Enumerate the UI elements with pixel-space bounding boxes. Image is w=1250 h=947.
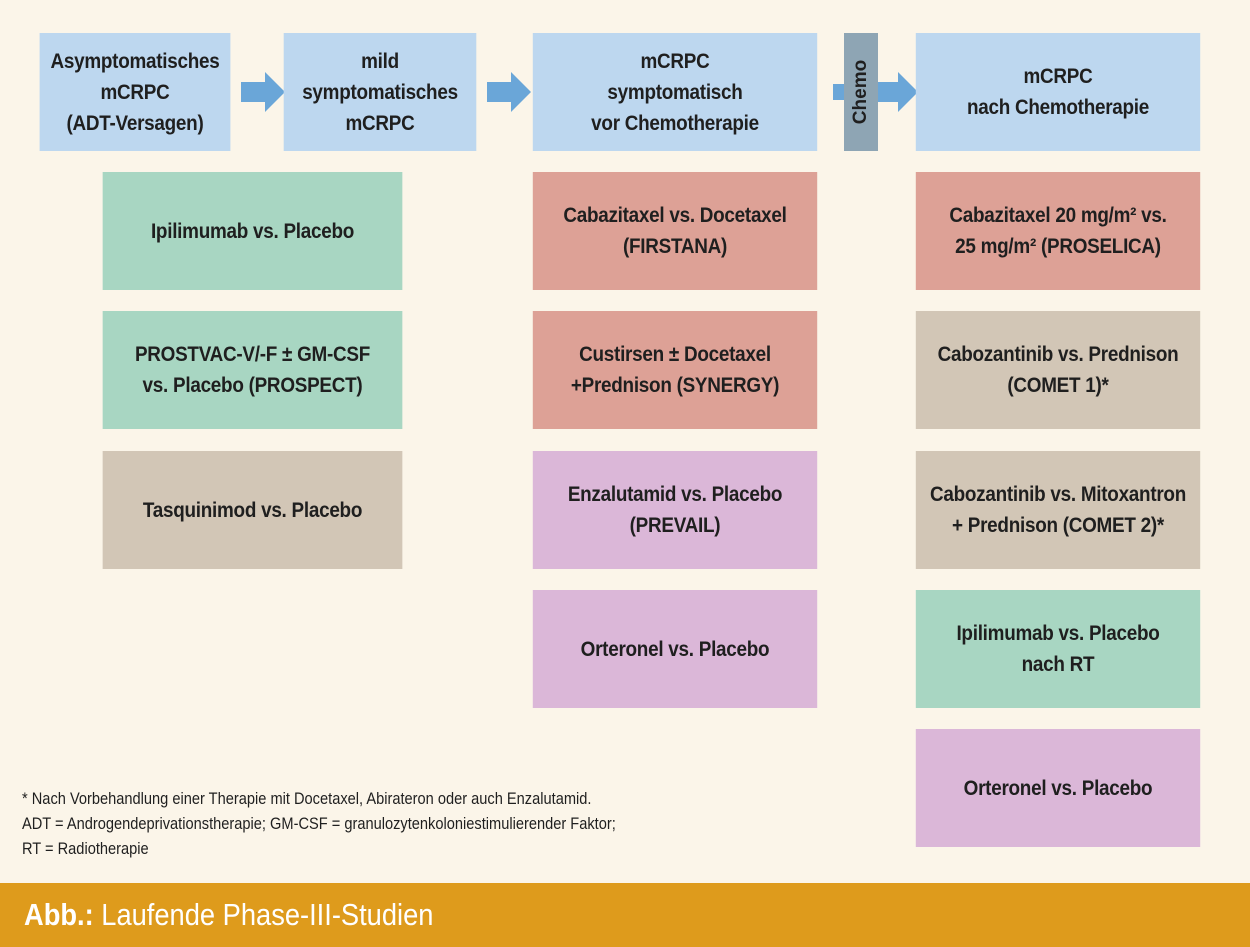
- footnote-line: ADT = Androgendeprivationstherapie; GM-C…: [22, 814, 616, 833]
- caption-text: Laufende Phase-III-Studien: [101, 897, 434, 932]
- study-line: Orteronel vs. Placebo: [963, 776, 1153, 800]
- arrow-right-icon: [878, 72, 918, 112]
- caption-bar: Abb.: Laufende Phase-III-Studien: [0, 883, 1250, 947]
- study-box-prostvac: PROSTVAC-V/-F ± GM-CSF vs. Placebo (PROS…: [102, 311, 403, 429]
- study-line: 25 mg/m² (PROSELICA): [955, 235, 1161, 258]
- study-box-prevail: Enzalutamid vs. Placebo (PREVAIL): [532, 451, 818, 569]
- stage-line: mCRPC: [640, 49, 710, 73]
- study-line: PROSTVAC-V/-F ± GM-CSF: [134, 343, 371, 366]
- study-line: Ipilimumab vs. Placebo: [150, 219, 355, 243]
- stage-line: symptomatisches: [302, 80, 458, 104]
- study-line: vs. Placebo (PROSPECT): [142, 374, 363, 397]
- stage-line: nach Chemotherapie: [966, 96, 1150, 119]
- figure-caption: Abb.: Laufende Phase-III-Studien: [24, 897, 433, 933]
- study-line: Ipilimumab vs. Placebo: [956, 622, 1160, 645]
- chemo-separator: Chemo: [844, 33, 878, 151]
- study-line: Cabazitaxel 20 mg/m² vs.: [949, 204, 1167, 227]
- stage-line: mCRPC: [100, 80, 170, 104]
- caption-prefix: Abb.:: [24, 897, 94, 932]
- stage-box-pre-chemo: mCRPC symptomatisch vor Chemotherapie: [532, 33, 818, 151]
- study-line: Orteronel vs. Placebo: [580, 637, 770, 661]
- study-box-ipilimumab-rt: Ipilimumab vs. Placebo nach RT: [915, 590, 1201, 708]
- study-box-firstana: Cabazitaxel vs. Docetaxel (FIRSTANA): [532, 172, 818, 290]
- study-line: (COMET 1)*: [1007, 374, 1109, 397]
- stage-line: mCRPC: [1023, 65, 1093, 88]
- study-box-synergy: Custirsen ± Docetaxel +Prednison (SYNERG…: [532, 311, 818, 429]
- study-box-ipilimumab: Ipilimumab vs. Placebo: [102, 172, 403, 290]
- arrow-right-icon: [241, 72, 285, 112]
- study-box-tasquinimod: Tasquinimod vs. Placebo: [102, 451, 403, 569]
- arrow-right-icon: [487, 72, 531, 112]
- stage-box-asymptomatic: Asymptomatisches mCRPC (ADT-Versagen): [39, 33, 231, 151]
- footnote-line: * Nach Vorbehandlung einer Therapie mit …: [22, 789, 592, 808]
- stage-box-mild-symptomatic: mild symptomatisches mCRPC: [283, 33, 477, 151]
- study-line: Cabozantinib vs. Prednison: [937, 343, 1179, 366]
- footnote-line: RT = Radiotherapie: [22, 839, 149, 858]
- study-line: Cabozantinib vs. Mitoxantron: [929, 483, 1186, 506]
- study-box-comet1: Cabozantinib vs. Prednison (COMET 1)*: [915, 311, 1201, 429]
- study-box-comet2: Cabozantinib vs. Mitoxantron + Prednison…: [915, 451, 1201, 569]
- study-line: Cabazitaxel vs. Docetaxel: [563, 204, 787, 227]
- footnotes: * Nach Vorbehandlung einer Therapie mit …: [22, 786, 616, 861]
- study-box-orteronel-pre: Orteronel vs. Placebo: [532, 590, 818, 708]
- chemo-label: Chemo: [850, 59, 871, 125]
- stage-line: (ADT-Versagen): [66, 111, 204, 135]
- study-line: (FIRSTANA): [622, 235, 728, 258]
- study-box-orteronel-post: Orteronel vs. Placebo: [915, 729, 1201, 847]
- stage-line: mCRPC: [345, 111, 415, 135]
- stage-line: mild: [361, 49, 399, 73]
- study-line: nach RT: [1021, 653, 1095, 676]
- study-box-proselica: Cabazitaxel 20 mg/m² vs. 25 mg/m² (PROSE…: [915, 172, 1201, 290]
- study-line: + Prednison (COMET 2)*: [952, 514, 1164, 537]
- study-line: Custirsen ± Docetaxel: [579, 343, 771, 366]
- stage-line: vor Chemotherapie: [591, 111, 759, 135]
- stage-box-post-chemo: mCRPC nach Chemotherapie: [915, 33, 1201, 151]
- study-line: Tasquinimod vs. Placebo: [142, 498, 363, 522]
- study-line: Enzalutamid vs. Placebo: [567, 483, 783, 506]
- study-line: +Prednison (SYNERGY): [570, 374, 780, 397]
- stage-line: Asymptomatisches: [50, 49, 220, 73]
- stage-line: symptomatisch: [607, 80, 743, 104]
- study-line: (PREVAIL): [629, 514, 721, 537]
- arrow-right-icon: [833, 84, 844, 100]
